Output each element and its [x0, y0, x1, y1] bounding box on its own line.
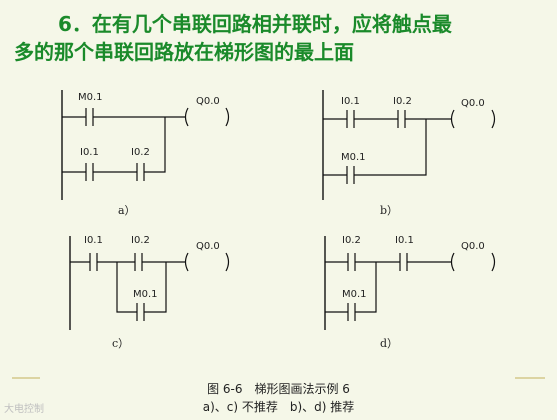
ladder-diagram-c: I0.1 I0.2 Q0.0 M0.1 c） [69, 235, 230, 350]
contact-m0-1 [62, 108, 186, 126]
figure-caption: 图 6-6 梯形图画法示例 6 [207, 382, 350, 396]
diagram-caption: a） [118, 204, 136, 217]
top-series-contacts [70, 253, 186, 271]
diagram-caption: d） [380, 337, 398, 350]
title-line-1: 6．在有几个串联回路相并联时，应将触点最 [58, 12, 452, 36]
contact-label: I0.2 [131, 235, 150, 246]
ladder-diagram-b: I0.1 I0.2 Q0.0 M0.1 b） [322, 90, 496, 217]
coil-q0-0 [184, 107, 230, 127]
branch-contact [323, 119, 427, 184]
contact-label: M0.1 [133, 289, 158, 300]
contact-label: I0.2 [131, 147, 150, 158]
diagram-caption: c） [112, 337, 129, 350]
watermark: 大电控制 [4, 404, 44, 415]
figure-note: a)、c) 不推荐 b)、d) 推荐 [202, 400, 355, 414]
contact-label: I0.1 [80, 147, 99, 158]
coil-label: Q0.0 [461, 98, 485, 109]
coil-q0-0 [450, 109, 496, 129]
slide-title: 6．在有几个串联回路相并联时，应将触点最 多的那个串联回路放在梯形图的最上面 [14, 10, 544, 66]
contact-label: I0.1 [341, 96, 360, 107]
contact-label: I0.2 [342, 235, 361, 246]
ladder-diagram-a: M0.1 Q0.0 I0.1 I0.2 a） [61, 90, 230, 217]
top-series-contacts [323, 110, 452, 128]
contact-label: I0.1 [395, 235, 414, 246]
contact-label: I0.2 [393, 96, 412, 107]
contact-label: I0.1 [84, 235, 103, 246]
contact-label: M0.1 [342, 289, 367, 300]
contact-label: M0.1 [78, 92, 103, 103]
coil-label: Q0.0 [461, 241, 485, 252]
diagram-caption: b） [380, 204, 398, 217]
branch-series-contacts [62, 117, 166, 181]
coil-q0-0 [450, 252, 496, 272]
coil-label: Q0.0 [196, 241, 220, 252]
ladder-diagram-d: I0.2 I0.1 Q0.0 M0.1 d） [324, 235, 496, 350]
branch-contact [325, 262, 377, 321]
contact-label: M0.1 [341, 152, 366, 163]
parallel-branch-contact [116, 262, 167, 321]
title-line-2: 多的那个串联回路放在梯形图的最上面 [14, 40, 354, 64]
coil-q0-0 [184, 252, 230, 272]
top-series-contacts [325, 253, 452, 271]
coil-label: Q0.0 [196, 96, 220, 107]
